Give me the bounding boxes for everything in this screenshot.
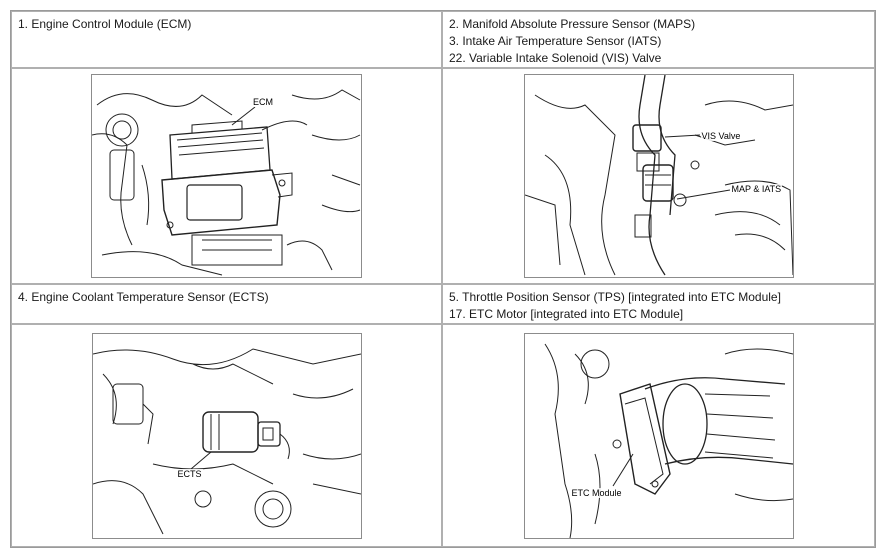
ects-illustration: ECTS [91,332,362,539]
caption-ecm: 1. Engine Control Module (ECM) [18,17,192,31]
cell-tps-caption: 5. Throttle Position Sensor (TPS) [integ… [442,284,875,324]
callout-ects: ECTS [176,468,203,479]
callout-ecm: ECM [252,97,274,107]
vis-drawing [524,75,793,276]
caption-iats: 3. Intake Air Temperature Sensor (IATS) [449,34,662,48]
callout-vis-valve: VIS Valve [700,131,742,141]
cell-vis-figure: VIS Valve MAP & IATS [442,68,875,284]
ecm-illustration: ECM [91,74,362,278]
cell-maps-caption: 2. Manifold Absolute Pressure Sensor (MA… [442,11,875,68]
ecm-drawing [92,89,361,276]
caption-etc-motor: 17. ETC Motor [integrated into ETC Modul… [449,307,684,321]
callout-map-iats: MAP & IATS [730,184,783,194]
caption-vis: 22. Variable Intake Solenoid (VIS) Valve [449,51,662,65]
cell-ecm-caption: 1. Engine Control Module (ECM) [11,11,442,68]
etc-drawing [544,343,793,538]
ects-drawing [92,347,361,534]
cell-ects-caption: 4. Engine Coolant Temperature Sensor (EC… [11,284,442,324]
component-table: 1. Engine Control Module (ECM) 2. Manifo… [10,10,876,548]
caption-tps: 5. Throttle Position Sensor (TPS) [integ… [449,290,781,304]
cell-ecm-figure: ECM [11,68,442,284]
cell-ects-figure: ECTS [11,324,442,547]
cell-etc-figure: ETC Module [442,324,875,547]
vis-illustration: VIS Valve MAP & IATS [523,74,794,278]
etc-illustration: ETC Module [523,332,794,539]
callout-etc-module: ETC Module [570,487,623,498]
caption-maps: 2. Manifold Absolute Pressure Sensor (MA… [449,17,696,31]
caption-ects: 4. Engine Coolant Temperature Sensor (EC… [18,290,269,304]
